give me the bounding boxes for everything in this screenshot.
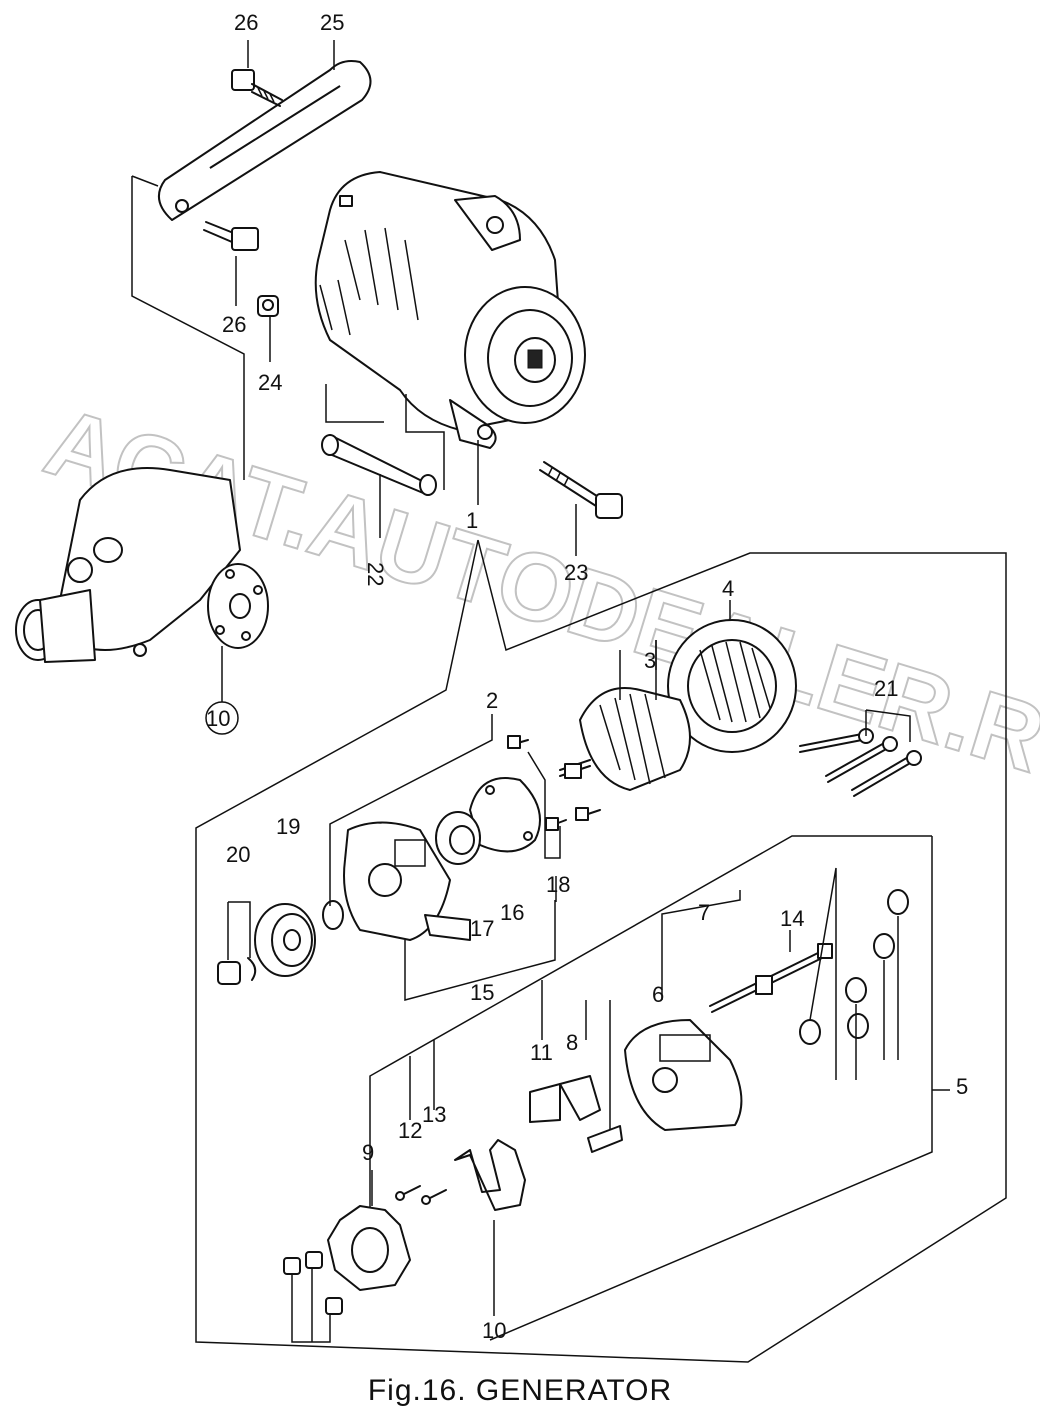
callout-12: 12 — [398, 1118, 422, 1143]
callout-5: 5 — [956, 1074, 968, 1099]
regulator-11-part — [529, 1075, 601, 1123]
rear-assembly-boundary-line — [369, 835, 933, 1341]
sleeve-22-part — [321, 434, 437, 496]
leader-line — [809, 867, 899, 1080]
leader-line — [325, 384, 384, 423]
pulley-nut-20-part — [217, 957, 257, 985]
adjusting-bracket-part — [157, 60, 372, 221]
leader-line — [865, 709, 911, 742]
callout-14: 14 — [780, 906, 804, 931]
leader-line — [131, 176, 245, 480]
callout-23: 23 — [564, 560, 588, 585]
callout-26-lower: 26 — [222, 312, 246, 337]
callout-25: 25 — [320, 10, 344, 35]
leader-line — [405, 394, 445, 490]
bearing-17-part — [435, 811, 481, 865]
callout-7: 7 — [698, 900, 710, 925]
figure-caption: Fig.16. GENERATOR — [367, 1374, 673, 1407]
assembly-boundary-line — [195, 539, 1007, 1363]
diode-holder-10-part — [454, 1139, 526, 1211]
callout-4: 4 — [722, 576, 734, 601]
screws-18-part — [507, 735, 601, 831]
callout-26-top: 26 — [234, 10, 258, 35]
stator-4-part — [667, 619, 797, 753]
callout-21: 21 — [874, 676, 898, 701]
callout-24: 24 — [258, 370, 282, 395]
rear-housing-6-part — [624, 1019, 743, 1131]
rotor-3-part — [559, 687, 691, 791]
callout-22: 22 — [363, 562, 388, 586]
nut-24-part — [257, 295, 279, 317]
callout-9: 9 — [362, 1140, 374, 1165]
callout-17: 17 — [470, 916, 494, 941]
pulley-19-part — [254, 903, 316, 977]
bolt-26-lower-part — [203, 221, 259, 251]
front-housing-part — [343, 821, 471, 941]
leader-line — [227, 901, 251, 960]
callout-18: 18 — [546, 872, 570, 897]
callout-10-circled: 10 — [206, 706, 230, 731]
leader-line — [541, 980, 611, 1130]
brush-holder-8-part — [587, 1125, 623, 1153]
callout-11: 11 — [530, 1040, 553, 1065]
leader-line — [235, 40, 741, 1000]
gasket-16-part — [469, 777, 541, 853]
rectifier-9-part — [327, 1205, 411, 1291]
leader-line — [291, 1268, 331, 1343]
through-bolts-21-part — [799, 728, 922, 797]
callout-8: 8 — [566, 1030, 578, 1055]
terminal-nuts-part — [283, 1251, 343, 1315]
bolt-23-part — [539, 461, 623, 519]
water-pump-part — [15, 467, 269, 663]
insulator-bushings-part — [799, 889, 909, 1045]
bolt-26-top-part — [231, 69, 283, 107]
callout-2: 2 — [486, 688, 498, 713]
callout-15: 15 — [470, 980, 494, 1005]
callout-3: 3 — [644, 648, 656, 673]
alternator-assembly-part — [314, 171, 586, 449]
leader-line — [527, 751, 561, 859]
callout-19: 19 — [276, 814, 300, 839]
callout-10-lower: 10 — [482, 1318, 506, 1343]
callout-6: 6 — [652, 982, 664, 1007]
callout-1: 1 — [466, 508, 478, 533]
screws-12-13-part — [395, 1185, 447, 1205]
callout-16: 16 — [500, 900, 524, 925]
spacer-collar-part — [322, 900, 344, 930]
callout-13: 13 — [422, 1102, 446, 1127]
leader-line — [404, 900, 556, 1001]
leader-line — [409, 1040, 435, 1120]
leader-line — [131, 175, 159, 187]
callout-20: 20 — [226, 842, 250, 867]
